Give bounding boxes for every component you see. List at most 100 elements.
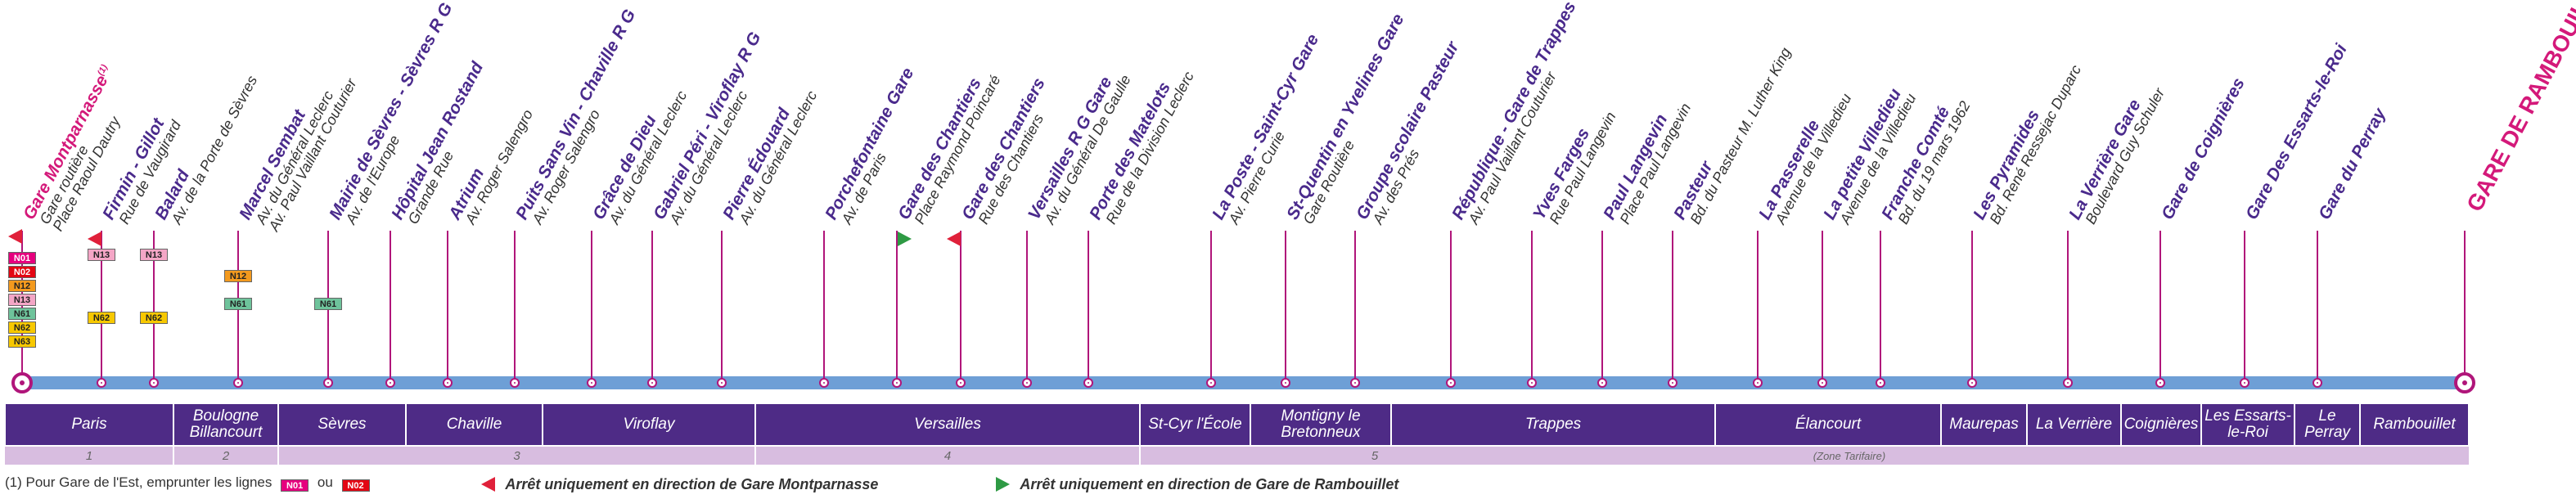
stop-node bbox=[1597, 378, 1607, 388]
stop-node bbox=[2313, 378, 2322, 388]
stop-connector bbox=[651, 231, 653, 383]
stop-connector bbox=[101, 231, 102, 383]
stop-connector bbox=[1601, 231, 1603, 383]
stop-node bbox=[233, 378, 243, 388]
stop-node bbox=[892, 378, 902, 388]
commune-name: Sèvres bbox=[317, 416, 367, 434]
stop-name: Gare du Perray bbox=[2315, 105, 2390, 223]
zone-label: 5 bbox=[1371, 448, 1379, 463]
stop-connector bbox=[153, 231, 155, 383]
footnote-ref: (1) bbox=[96, 62, 110, 78]
line-badge: N61 bbox=[224, 298, 252, 310]
stop-node bbox=[1281, 378, 1290, 388]
line-badge: N12 bbox=[8, 280, 36, 292]
commune-name: Rambouillet bbox=[2373, 416, 2456, 434]
stop-connector bbox=[2244, 231, 2245, 383]
stop-node bbox=[97, 378, 106, 388]
stop-label: Gare de Coignières bbox=[2158, 74, 2249, 223]
stop-connector bbox=[823, 231, 825, 383]
stop-address: Bd. René Ressejac Duparc bbox=[1986, 62, 2085, 227]
footnote: (1) Pour Gare de l'Est, emprunter les li… bbox=[5, 474, 370, 492]
commune-cell: La Verrière bbox=[2028, 404, 2120, 445]
left-arrow-icon bbox=[481, 477, 495, 492]
stop-connector bbox=[1026, 231, 1028, 383]
commune-cell: Le Perray bbox=[2295, 404, 2359, 445]
zone-label: 3 bbox=[513, 448, 520, 463]
line-badge: N61 bbox=[314, 298, 342, 310]
stop-node bbox=[385, 378, 395, 388]
stop-connector bbox=[1880, 231, 1881, 383]
stop-node bbox=[1876, 378, 1885, 388]
stop-connector bbox=[591, 231, 592, 383]
commune-name: Maurepas bbox=[1949, 416, 2019, 434]
commune-cell: Viroflay bbox=[543, 404, 754, 445]
stop-node bbox=[1817, 378, 1827, 388]
commune-cell: Les Essarts-le-Roi bbox=[2202, 404, 2294, 445]
commune-cell: Élancourt bbox=[1716, 404, 1940, 445]
stop-node bbox=[1446, 378, 1456, 388]
stop-connector bbox=[721, 231, 723, 383]
stop-connector bbox=[1450, 231, 1452, 383]
commune-cell: Versailles bbox=[756, 404, 1139, 445]
stop-connector bbox=[1210, 231, 1212, 383]
stop-node bbox=[956, 378, 966, 388]
line-badge: N63 bbox=[8, 335, 36, 348]
stop-connector bbox=[1757, 231, 1759, 383]
line-badge: N13 bbox=[8, 294, 36, 306]
commune-name: Élancourt bbox=[1795, 416, 1862, 434]
line-badge: N01 bbox=[8, 252, 36, 264]
commune-cell: Maurepas bbox=[1942, 404, 2026, 445]
zone-separator bbox=[1139, 447, 1141, 465]
footnote-badge-n02: N02 bbox=[341, 479, 370, 492]
stop-connector bbox=[1672, 231, 1673, 383]
stop-node bbox=[2063, 378, 2073, 388]
commune-name: Le Perray bbox=[2304, 407, 2350, 441]
stop-connector bbox=[2317, 231, 2318, 383]
stop-node bbox=[1527, 378, 1537, 388]
left-arrow-icon bbox=[8, 229, 22, 244]
commune-name: Viroflay bbox=[623, 416, 675, 434]
stop-connector bbox=[2464, 231, 2466, 383]
stop-node bbox=[323, 378, 333, 388]
commune-cell: Chaville bbox=[407, 404, 542, 445]
commune-cell: Sèvres bbox=[279, 404, 405, 445]
stop-node bbox=[1668, 378, 1678, 388]
stop-connector bbox=[2067, 231, 2069, 383]
stop-label: GARE DE RAMBOUILLET bbox=[2461, 0, 2576, 216]
commune-cell: Rambouillet bbox=[2361, 404, 2468, 445]
stop-connector bbox=[1354, 231, 1356, 383]
stop-node bbox=[510, 378, 520, 388]
right-arrow-icon bbox=[898, 232, 912, 246]
zone-strip bbox=[5, 447, 2469, 465]
zone-separator bbox=[754, 447, 756, 465]
commune-cell: Montigny le Bretonneux bbox=[1251, 404, 1390, 445]
stop-connector bbox=[514, 231, 516, 383]
line-badge: N62 bbox=[8, 321, 36, 334]
commune-cell: St-Cyr l'École bbox=[1141, 404, 1250, 445]
line-badge: N61 bbox=[8, 308, 36, 320]
stop-node bbox=[1206, 378, 1216, 388]
zone-label: 2 bbox=[222, 448, 230, 463]
stop-node bbox=[647, 378, 657, 388]
commune-name: Paris bbox=[71, 416, 107, 434]
commune-name: Versailles bbox=[914, 416, 981, 434]
zone-label: 4 bbox=[943, 448, 952, 463]
legend-right-text: Arrêt uniquement en direction de Gare de… bbox=[1020, 476, 1399, 492]
stop-connector bbox=[447, 231, 448, 383]
line-badge: N62 bbox=[140, 312, 168, 324]
stop-name: Gare de Coignières bbox=[2158, 74, 2249, 223]
stop-connector bbox=[390, 231, 391, 383]
zone-separator bbox=[173, 447, 174, 465]
line-badge: N02 bbox=[8, 266, 36, 278]
stop-label: Gare du Perray bbox=[2315, 105, 2390, 223]
commune-cell: Coignières bbox=[2122, 404, 2200, 445]
right-arrow-icon bbox=[996, 477, 1010, 492]
stop-connector bbox=[2159, 231, 2161, 383]
stop-node bbox=[2240, 378, 2249, 388]
stop-connector bbox=[21, 231, 23, 383]
commune-name: Montigny le Bretonneux bbox=[1281, 407, 1361, 441]
stop-name: GARE DE RAMBOUILLET bbox=[2461, 0, 2576, 216]
route-rail bbox=[18, 376, 2466, 389]
stop-node bbox=[717, 378, 727, 388]
